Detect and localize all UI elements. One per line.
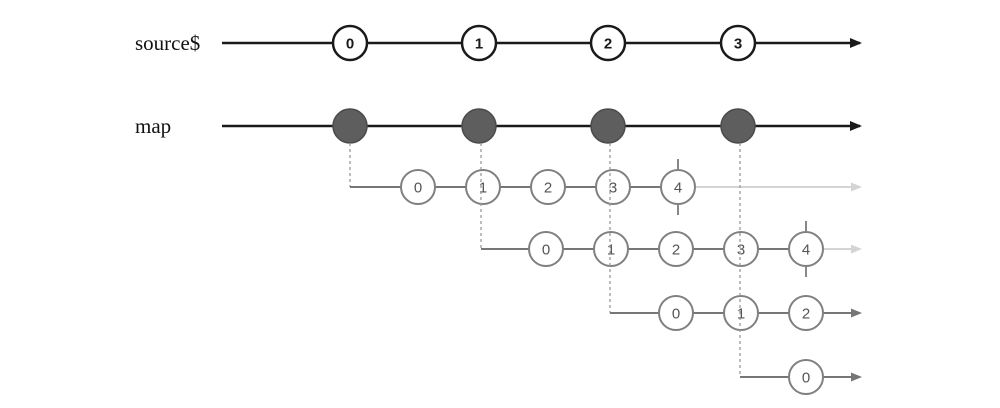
inner-stream: 0 1 2 3 4: [349, 143, 862, 215]
source-node: 3: [719, 24, 757, 62]
inner-node: 3: [595, 169, 631, 205]
map-node: [461, 108, 497, 144]
inner-stream: 0: [739, 143, 862, 395]
source-node: 2: [589, 24, 627, 62]
inner-node: 4: [788, 231, 824, 267]
inner-node: 0: [658, 295, 694, 331]
inner-node: 0: [528, 231, 564, 267]
inner-node-label: 4: [802, 242, 810, 259]
map-row: map: [135, 108, 862, 144]
inner-node-label: 0: [672, 306, 680, 323]
inner-node: 1: [593, 231, 629, 267]
inner-node-label: 2: [672, 242, 680, 259]
inner-node: 1: [723, 295, 759, 331]
map-node: [590, 108, 626, 144]
inner-node-label: 2: [802, 306, 810, 323]
inner-node: 3: [723, 231, 759, 267]
inner-stream: 0 1 2: [609, 143, 862, 331]
inner-node-label: 3: [609, 180, 617, 197]
source-node-label: 2: [604, 36, 612, 53]
inner-node-label: 0: [414, 180, 422, 197]
inner-node: 2: [530, 169, 566, 205]
inner-node-label: 1: [479, 180, 487, 197]
source-node: 0: [331, 24, 369, 62]
source-row-label: source$: [135, 31, 200, 55]
inner-node: 1: [465, 169, 501, 205]
map-node: [332, 108, 368, 144]
map-row-label: map: [135, 114, 171, 138]
inner-node: 0: [788, 359, 824, 395]
inner-node: 2: [658, 231, 694, 267]
source-node-label: 3: [734, 36, 742, 53]
source-row: source$ 0 1 2 3: [135, 24, 862, 62]
inner-node-label: 3: [737, 242, 745, 259]
source-node: 1: [460, 24, 498, 62]
inner-stream: 0 1 2 3 4: [480, 143, 862, 277]
map-node: [720, 108, 756, 144]
source-node-label: 0: [346, 36, 354, 53]
inner-node-label: 4: [674, 180, 682, 197]
inner-node-label: 1: [737, 306, 745, 323]
inner-node-label: 2: [544, 180, 552, 197]
inner-node-label: 0: [802, 370, 810, 387]
inner-node-label: 1: [607, 242, 615, 259]
inner-node: 2: [788, 295, 824, 331]
inner-node: 0: [400, 169, 436, 205]
inner-node-label: 0: [542, 242, 550, 259]
source-node-label: 1: [475, 36, 483, 53]
inner-streams: 0 1 2 3 4 0 1 2 3 4 0 1 2 0: [349, 143, 862, 395]
inner-node: 4: [660, 169, 696, 205]
